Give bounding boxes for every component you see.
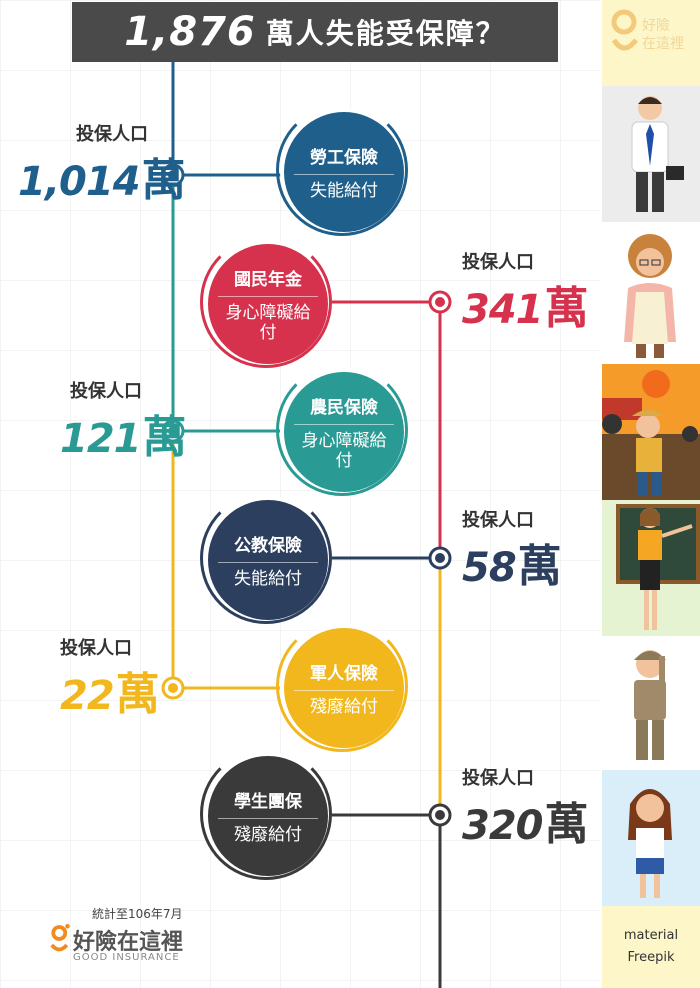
circle-labor-insurance: 勞工保險 失能給付: [276, 104, 408, 236]
circle-military-insurance: 軍人保險 殘廢給付: [276, 620, 408, 752]
svg-text:好險: 好險: [642, 18, 670, 34]
title-number: 1,876: [124, 9, 256, 55]
insured-label-military: 投保人口: [60, 638, 132, 659]
insured-label-farmer: 投保人口: [70, 381, 142, 402]
grandmother-illustration: [602, 222, 700, 364]
circle-farmer-insurance: 農民保險 身心障礙給付: [276, 364, 408, 496]
logo-subtext: GOOD INSURANCE: [73, 952, 180, 963]
insured-value-military: 22萬: [60, 669, 160, 720]
insured-label-civil-servant: 投保人口: [462, 510, 534, 531]
circle-military-name: 軍人保險: [294, 659, 394, 691]
circle-civil-servant-insurance: 公教保險 失能給付: [200, 492, 332, 624]
teacher-illustration: [602, 500, 700, 636]
circle-civil-servant-benefit: 失能給付: [234, 569, 302, 589]
insured-value-civil-servant: 58萬: [462, 541, 562, 592]
circle-military-benefit: 殘廢給付: [310, 697, 378, 717]
circle-national-pension-benefit: 身心障礙給付: [225, 303, 311, 343]
circle-labor-benefit: 失能給付: [310, 181, 378, 201]
businessman-illustration: [602, 86, 700, 222]
circle-national-pension: 國民年金 身心障礙給付: [200, 236, 332, 368]
circle-student-benefit: 殘廢給付: [234, 825, 302, 845]
circle-national-pension-name: 國民年金: [218, 265, 318, 297]
circle-labor-name: 勞工保險: [294, 143, 394, 175]
material-credit-line2: Freepik: [627, 950, 675, 965]
logo-g-icon: [50, 924, 70, 952]
title-banner: 1,876 萬人失能受保障？: [72, 2, 558, 62]
svg-text:在這裡: 在這裡: [642, 36, 684, 52]
insured-label-labor: 投保人口: [76, 124, 148, 145]
logo-text: 好險在這裡: [73, 930, 184, 955]
insured-value-student: 320萬: [462, 799, 589, 850]
farmer-illustration: [602, 364, 700, 500]
logo-watermark-panel: 好險 在這裡: [602, 0, 700, 86]
insured-value-farmer: 121萬: [60, 412, 187, 463]
soldier-illustration: [602, 636, 700, 770]
statistics-date-note: 統計至106年7月: [92, 907, 183, 921]
circle-farmer-benefit: 身心障礙給付: [301, 431, 387, 471]
student-illustration: [602, 770, 700, 906]
material-credit-line1: material: [623, 928, 679, 943]
insured-value-national-pension: 341萬: [462, 283, 589, 334]
insured-value-labor: 1,014萬: [18, 155, 186, 206]
good-insurance-logo: 好險在這裡 GOOD INSURANCE: [45, 924, 183, 963]
title-text: 萬人失能受保障？: [265, 17, 506, 50]
circle-civil-servant-name: 公教保險: [218, 531, 318, 563]
insured-label-student: 投保人口: [462, 768, 534, 789]
material-credit: material Freepik: [602, 906, 700, 988]
circle-student-insurance: 學生團保 殘廢給付: [200, 748, 332, 880]
insured-label-national-pension: 投保人口: [462, 252, 534, 273]
circle-student-name: 學生團保: [218, 787, 318, 819]
circle-farmer-name: 農民保險: [294, 393, 394, 425]
